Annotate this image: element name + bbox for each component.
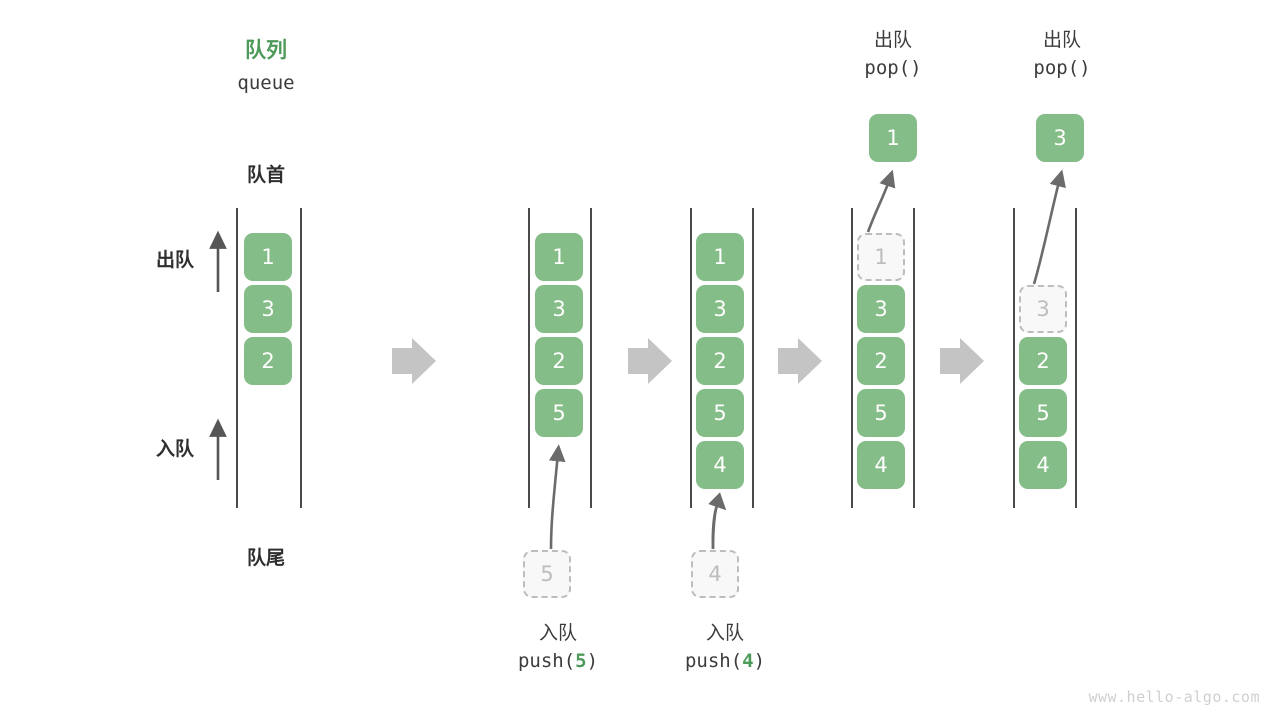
queue-title-en: queue [237, 72, 295, 94]
queue-cell: 4 [857, 441, 905, 489]
push-5-motion-arrow-icon [548, 444, 566, 550]
pop-1-caption-code: pop() [864, 57, 922, 79]
popping-ghost-cell: 1 [857, 233, 905, 281]
queue-cell: 5 [857, 389, 905, 437]
queue-cell: 1 [696, 233, 744, 281]
queue-cell: 1 [535, 233, 583, 281]
queue-cell: 2 [244, 337, 292, 385]
queue-cell: 2 [696, 337, 744, 385]
tube-line-right-1 [300, 208, 302, 508]
queue-title-cn: 队列 [245, 38, 287, 62]
push-4-caption: 入队 push(4) [640, 620, 810, 676]
rear-label: 队尾 [246, 547, 285, 569]
queue-cell: 3 [857, 285, 905, 333]
dequeue-direction-label: 出队 [155, 249, 194, 271]
push-5-arg: 5 [575, 650, 587, 672]
queue-cell: 2 [1019, 337, 1067, 385]
pop-1-caption: 出队 pop() [808, 27, 978, 83]
tube-line-right-3 [752, 208, 754, 508]
pop-3-motion-arrow-icon [1032, 169, 1066, 285]
popping-ghost-cell: 3 [1019, 285, 1067, 333]
push-4-arg: 4 [742, 650, 754, 672]
push-4-caption-code: push(4) [684, 650, 766, 672]
queue-cell: 4 [696, 441, 744, 489]
pop-3-caption: 出队 pop() [977, 27, 1147, 83]
stage-separator-arrow-right-icon [940, 338, 984, 384]
queue-cell: 5 [1019, 389, 1067, 437]
tube-line-left-2 [528, 208, 530, 508]
tube-line-right-4 [913, 208, 915, 508]
queue-cell: 2 [857, 337, 905, 385]
pop-1-motion-arrow-icon [866, 169, 896, 233]
queue-cell: 4 [1019, 441, 1067, 489]
stage-separator-arrow-right-icon [628, 338, 672, 384]
tube-line-left-1 [236, 208, 238, 508]
pop-3-caption-cn: 出队 [1042, 29, 1081, 51]
enqueue-direction-label: 入队 [155, 438, 194, 460]
tube-line-right-5 [1075, 208, 1077, 508]
push-4-motion-arrow-icon [708, 492, 727, 550]
push-5-caption-code: push(5) [517, 650, 599, 672]
push-4-caption-cn: 入队 [705, 622, 744, 644]
incoming-ghost-cell: 4 [691, 550, 739, 598]
popped-cell: 3 [1036, 114, 1084, 162]
watermark: www.hello-algo.com [1088, 688, 1260, 706]
push-5-caption-cn: 入队 [538, 622, 577, 644]
front-label: 队首 [246, 164, 285, 186]
queue-cell: 5 [535, 389, 583, 437]
incoming-ghost-cell: 5 [523, 550, 571, 598]
stage-separator-arrow-right-icon [778, 338, 822, 384]
queue-cell: 5 [696, 389, 744, 437]
queue-cell: 2 [535, 337, 583, 385]
pop-3-caption-code: pop() [1033, 57, 1091, 79]
queue-cell: 1 [244, 233, 292, 281]
pop-1-caption-cn: 出队 [873, 29, 912, 51]
queue-cell: 3 [696, 285, 744, 333]
stage-separator-arrow-right-icon [392, 338, 436, 384]
tube-line-left-3 [690, 208, 692, 508]
queue-cell: 3 [535, 285, 583, 333]
tube-line-right-2 [590, 208, 592, 508]
tube-line-left-4 [851, 208, 853, 508]
queue-cell: 3 [244, 285, 292, 333]
push-5-caption: 入队 push(5) [473, 620, 643, 676]
tube-line-left-5 [1013, 208, 1015, 508]
popped-cell: 1 [869, 114, 917, 162]
